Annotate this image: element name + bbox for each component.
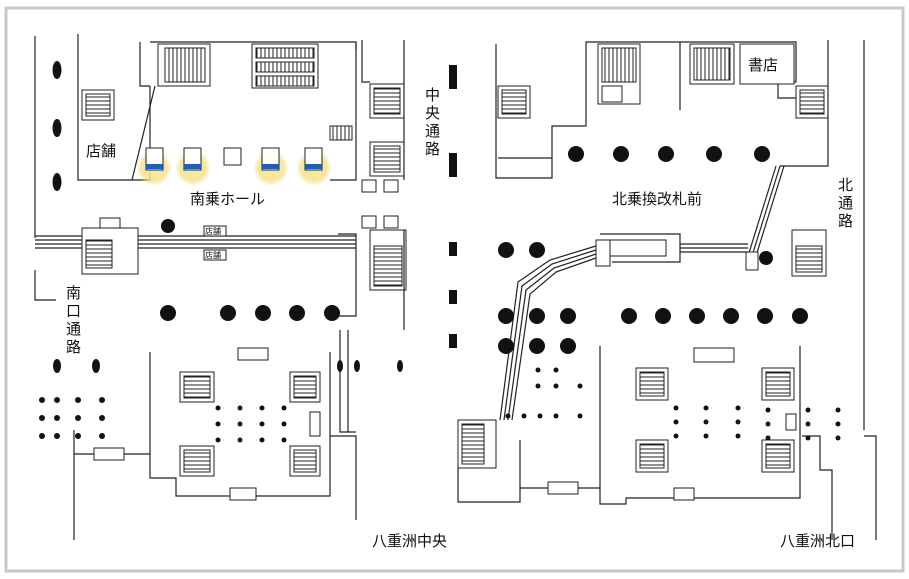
- north-transfer-label: 北乗換改札前: [612, 190, 702, 208]
- north-passage-label: 北 通 路: [838, 176, 853, 230]
- svg-text:北: 北: [838, 176, 853, 194]
- south-exit-passage-label: 南 口 通 路: [66, 284, 81, 356]
- svg-text:通: 通: [838, 194, 853, 212]
- svg-text:路: 路: [838, 212, 853, 230]
- central-passage-label: 中 央 通 路: [425, 86, 440, 158]
- svg-text:路: 路: [425, 140, 440, 158]
- svg-text:中: 中: [425, 86, 440, 104]
- yaesu-central-block: [39, 330, 357, 540]
- yaesu-north-block: [457, 346, 877, 540]
- svg-text:央: 央: [425, 104, 440, 122]
- svg-text:通: 通: [66, 320, 81, 338]
- yaesu-central-label: 八重洲中央: [372, 532, 447, 550]
- ticket-gate-icon: [145, 147, 323, 171]
- north-transfer-block: [495, 40, 865, 430]
- shop-tag-upper: 店舗: [205, 226, 221, 236]
- yaesu-north-label: 八重洲北口: [780, 532, 855, 550]
- svg-text:路: 路: [66, 338, 81, 356]
- south-hall-block: [34, 34, 405, 238]
- svg-text:通: 通: [425, 122, 440, 140]
- map-frame: [4, 6, 905, 573]
- svg-text:口: 口: [66, 302, 81, 320]
- bookstore-label: 書店: [748, 56, 778, 74]
- shop-label: 店舗: [86, 142, 116, 160]
- south-hall-label: 南乗ホール: [190, 190, 265, 208]
- south-corridor: [34, 215, 407, 373]
- svg-text:南: 南: [66, 284, 81, 302]
- transfer-corridor: [498, 233, 808, 421]
- central-passage-pillars: [449, 65, 457, 348]
- shop-tag-lower: 店舗: [205, 250, 221, 260]
